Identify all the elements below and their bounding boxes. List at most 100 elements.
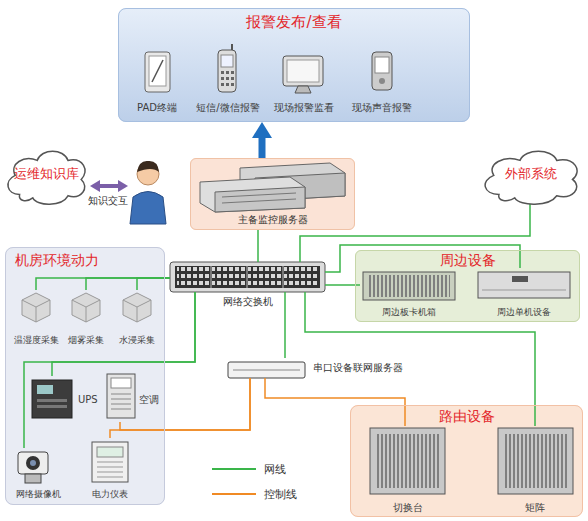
switch-icon: [175, 266, 320, 288]
phone-icon: [231, 83, 234, 86]
meter-icon: [97, 472, 123, 473]
legend-lines: [212, 468, 256, 470]
meter-icon: [97, 467, 123, 468]
network-line: [36, 278, 170, 290]
phone-icon: [231, 71, 234, 74]
sensor-icons: [86, 307, 87, 322]
knowledge-cloud: 运维知识库: [2, 140, 90, 208]
knowledge-arrow: [100, 184, 118, 188]
ups-icon: [37, 385, 53, 394]
network-switch: 网络交换机: [170, 262, 325, 308]
device-label: 周边板卡机箱: [382, 307, 436, 318]
panel-fills: [355, 250, 580, 322]
pad-icon: [149, 56, 166, 86]
panel-title: 报警发布/查看: [119, 13, 469, 31]
meter-icon: [97, 477, 123, 478]
external-cloud: 外部系统: [478, 140, 583, 208]
panel-title: 机房环境动力: [15, 252, 99, 269]
device-label: 主备监控服务器: [238, 214, 308, 226]
phone-icon: [231, 44, 233, 50]
meter-device: 电力仪表: [78, 438, 142, 500]
rack-icons: [478, 272, 570, 298]
phone-icon: [221, 83, 224, 86]
sensor-icons: [72, 293, 100, 322]
device-label: 空调: [139, 394, 159, 406]
panel-fills: [5, 247, 165, 505]
water-sensor: 水浸采集: [112, 290, 162, 346]
ups-icon: [37, 405, 67, 408]
aircon-icon: [107, 374, 135, 418]
aircon-icon: [111, 409, 131, 410]
sensor-icons: [22, 293, 151, 322]
network-line: [86, 278, 170, 290]
device-label: 短信/微信报警: [196, 102, 259, 114]
panel-fills: [350, 405, 583, 517]
site-monitor: 现场报警监看: [268, 46, 340, 114]
pda-icon: [375, 57, 389, 73]
switch-icon: [170, 262, 325, 292]
rack-icons: [363, 272, 573, 494]
device-label: 网络摄像机: [16, 489, 61, 500]
rack-icons: [368, 275, 450, 297]
network-line: [24, 292, 195, 448]
server-panel: 主备监控服务器: [190, 158, 355, 230]
phone-icon: [226, 71, 229, 74]
aircon-icon: [111, 404, 131, 405]
cloud-label: 外部系统: [505, 166, 557, 182]
rack-icons: [498, 428, 573, 494]
cloud-shape: [8, 151, 85, 204]
person-icon: [130, 161, 166, 224]
sensor-icons: [36, 307, 37, 322]
pad-terminal: PAD终端: [128, 46, 186, 114]
device-label: 现场声音报警: [352, 102, 412, 114]
server-icon: [222, 199, 296, 203]
server-icon: [200, 163, 345, 212]
device-label: 水浸采集: [119, 335, 155, 346]
pda-icon: [379, 78, 385, 84]
camera-icon: [18, 452, 48, 483]
serial-server: 串口设备联网服务器: [225, 358, 445, 382]
cloud-shape: [485, 151, 577, 204]
publish-arrow: [259, 138, 266, 158]
device-label: 电力仪表: [92, 489, 128, 500]
ups-icon: [32, 380, 72, 418]
person-icon: [137, 161, 159, 172]
sensor-icons: [22, 300, 50, 307]
phone-icon: [221, 77, 224, 80]
control-line: [110, 378, 250, 438]
network-line: [137, 278, 170, 290]
device-label: 串口设备联网服务器: [313, 362, 403, 374]
camera-device: 网络摄像机: [8, 448, 68, 500]
legend-text: 控制线: [264, 487, 297, 502]
rack-icons: [503, 434, 568, 488]
device-label: 切换台: [393, 502, 423, 514]
switch-icon: [246, 266, 248, 288]
switch-icon: [177, 267, 318, 287]
peripheral-panel: 周边设备周边板卡机箱周边单机设备: [355, 250, 580, 322]
sensor-icons: [123, 300, 151, 307]
device-label: 温湿度采集: [14, 335, 59, 346]
serial-server-icon: [228, 362, 305, 378]
rack-icons: [512, 276, 528, 282]
knowledge-arrow: [100, 186, 118, 187]
rack-icons: [375, 434, 440, 488]
aircon-icon: [111, 399, 131, 400]
legend-lines: [212, 469, 256, 494]
rack-icons: [482, 290, 566, 291]
phone-icon: [226, 83, 229, 86]
meter-icon: [97, 447, 123, 457]
device-label: 现场报警监看: [274, 102, 334, 114]
aircon-device: 空调: [104, 370, 162, 422]
pad-icon: [145, 52, 170, 92]
aircon-icon: [107, 374, 135, 418]
legend-lines: [212, 493, 256, 495]
phone-icon: [218, 44, 236, 92]
sms-alarm: 短信/微信报警: [192, 46, 264, 114]
phone-icon: [231, 77, 234, 80]
serial-server-icon: [228, 362, 305, 378]
ups-device: UPS: [28, 376, 103, 422]
camera-icon: [26, 456, 40, 470]
panel-fills: [190, 158, 355, 230]
meter-icon: [97, 462, 123, 463]
